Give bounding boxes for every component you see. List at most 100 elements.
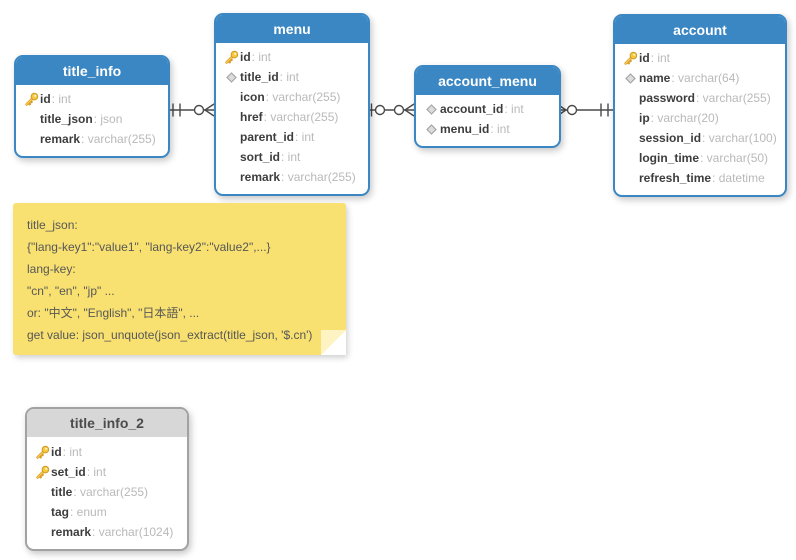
- primary-key-icon: [222, 50, 240, 65]
- table-account[interactable]: account id : int name : varchar(64) pass…: [613, 14, 787, 197]
- field-type: : int: [62, 445, 83, 459]
- field-row[interactable]: remark : varchar(255): [222, 167, 364, 187]
- field-type: : datetime: [712, 171, 765, 185]
- sticky-note[interactable]: title_json: {"lang-key1":"value1", "lang…: [13, 203, 346, 355]
- field-row[interactable]: tag : enum: [33, 502, 183, 522]
- field-row[interactable]: icon : varchar(255): [222, 87, 364, 107]
- field-row[interactable]: refresh_time : datetime: [621, 168, 781, 188]
- field-type: : varchar(255): [696, 91, 771, 105]
- field-name: id: [639, 51, 650, 65]
- field-row[interactable]: id : int: [222, 47, 364, 67]
- field-name: remark: [40, 132, 81, 146]
- foreign-key-diamond-icon: [621, 72, 639, 84]
- field-type: : varchar(100): [702, 131, 777, 145]
- field-name: id: [51, 445, 62, 459]
- table-title-info[interactable]: title_info id : int title_json : json re…: [14, 55, 170, 158]
- primary-key-icon: [621, 51, 639, 66]
- field-type: : json: [93, 112, 123, 126]
- table-title[interactable]: menu: [216, 15, 368, 43]
- field-row[interactable]: ip : varchar(20): [621, 108, 781, 128]
- foreign-key-diamond-icon: [422, 103, 440, 115]
- table-fields: id : int name : varchar(64) password : v…: [615, 44, 785, 195]
- note-line: lang-key:: [27, 262, 76, 276]
- primary-key-icon: [33, 465, 51, 480]
- field-name: href: [240, 110, 263, 124]
- field-name: title_json: [40, 112, 93, 126]
- field-type: : int: [504, 102, 524, 116]
- field-row[interactable]: remark : varchar(1024): [33, 522, 183, 542]
- field-type: : int: [279, 70, 300, 84]
- field-row[interactable]: name : varchar(64): [621, 68, 781, 88]
- field-row[interactable]: parent_id : int: [222, 127, 364, 147]
- field-name: session_id: [639, 131, 702, 145]
- field-name: parent_id: [240, 130, 295, 144]
- field-name: id: [240, 50, 251, 64]
- relationship-titleinfo-menu[interactable]: [166, 103, 215, 117]
- field-row[interactable]: account_id : int: [422, 99, 555, 119]
- field-type: : int: [295, 130, 315, 144]
- field-type: : varchar(255): [263, 110, 339, 124]
- field-name: id: [40, 92, 51, 106]
- field-row[interactable]: title : varchar(255): [33, 482, 183, 502]
- table-fields: account_id : int menu_id : int: [416, 95, 559, 146]
- field-row[interactable]: login_time : varchar(50): [621, 148, 781, 168]
- table-title[interactable]: account: [615, 16, 785, 44]
- note-line: or: "中文", "English", "日本語", ...: [27, 306, 200, 320]
- table-account-menu[interactable]: account_menu account_id : int menu_id : …: [414, 65, 561, 148]
- table-fields: id : int title_id : int icon : varchar(2…: [216, 43, 368, 194]
- field-type: : varchar(1024): [92, 525, 174, 539]
- field-name: name: [639, 71, 671, 85]
- table-title[interactable]: title_info_2: [27, 409, 187, 438]
- field-name: sort_id: [240, 150, 281, 164]
- field-type: : varchar(20): [650, 111, 719, 125]
- table-fields: id : int set_id : int title : varchar(25…: [27, 438, 187, 549]
- field-name: remark: [240, 170, 281, 184]
- field-name: tag: [51, 505, 69, 519]
- table-fields: id : int title_json : json remark : varc…: [16, 85, 168, 156]
- field-name: password: [639, 91, 696, 105]
- field-row[interactable]: id : int: [33, 442, 183, 462]
- note-line: {"lang-key1":"value1", "lang-key2":"valu…: [27, 240, 271, 254]
- field-type: : int: [251, 50, 272, 64]
- field-row[interactable]: href : varchar(255): [222, 107, 364, 127]
- foreign-key-diamond-icon: [222, 71, 240, 83]
- field-row[interactable]: password : varchar(255): [621, 88, 781, 108]
- field-row[interactable]: id : int: [22, 89, 164, 109]
- note-line: title_json:: [27, 218, 78, 232]
- note-line: "cn", "en", "jp" ...: [27, 284, 115, 298]
- field-row[interactable]: set_id : int: [33, 462, 183, 482]
- primary-key-icon: [33, 445, 51, 460]
- field-type: : int: [490, 122, 510, 136]
- relationship-accountmenu-account[interactable]: [556, 103, 613, 117]
- field-name: icon: [240, 90, 265, 104]
- field-name: refresh_time: [639, 171, 712, 185]
- relationship-menu-accountmenu[interactable]: [368, 103, 415, 117]
- field-type: : varchar(255): [265, 90, 341, 104]
- field-type: : varchar(50): [700, 151, 769, 165]
- field-row[interactable]: remark : varchar(255): [22, 129, 164, 149]
- field-name: remark: [51, 525, 92, 539]
- field-name: account_id: [440, 102, 504, 116]
- field-name: title: [51, 485, 73, 499]
- field-name: login_time: [639, 151, 700, 165]
- field-type: : varchar(255): [73, 485, 149, 499]
- field-type: : int: [281, 150, 301, 164]
- field-row[interactable]: sort_id : int: [222, 147, 364, 167]
- field-row[interactable]: menu_id : int: [422, 119, 555, 139]
- field-type: : int: [51, 92, 72, 106]
- table-menu[interactable]: menu id : int title_id : int icon : varc…: [214, 13, 370, 196]
- table-title[interactable]: title_info: [16, 57, 168, 85]
- note-line: get value: json_unquote(json_extract(tit…: [27, 328, 313, 342]
- field-type: : int: [86, 465, 107, 479]
- field-row[interactable]: title_id : int: [222, 67, 364, 87]
- field-row[interactable]: id : int: [621, 48, 781, 68]
- foreign-key-diamond-icon: [422, 123, 440, 135]
- field-row[interactable]: session_id : varchar(100): [621, 128, 781, 148]
- field-row[interactable]: title_json : json: [22, 109, 164, 129]
- field-type: : enum: [70, 505, 107, 519]
- field-name: set_id: [51, 465, 86, 479]
- table-title-info-2[interactable]: title_info_2 id : int set_id : int title…: [25, 407, 189, 551]
- primary-key-icon: [22, 92, 40, 107]
- table-title[interactable]: account_menu: [416, 67, 559, 95]
